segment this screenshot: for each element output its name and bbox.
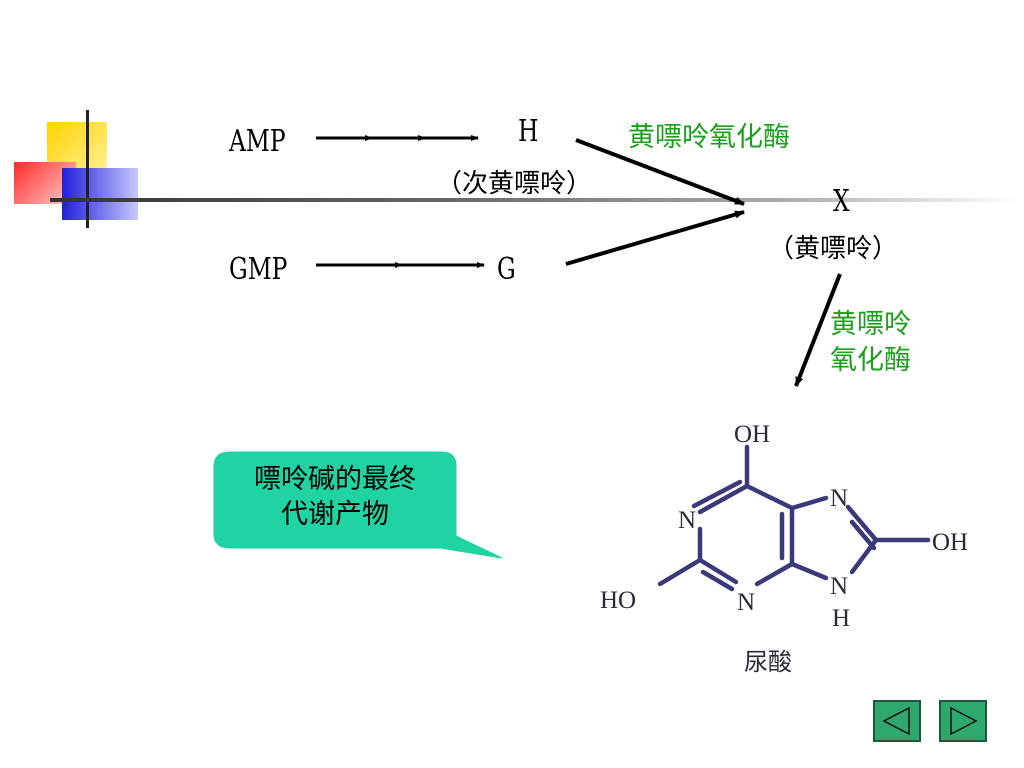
n9-label: N xyxy=(830,573,848,600)
decor-blue-square xyxy=(62,168,138,220)
x-to-uric-acid-arrow xyxy=(794,273,842,387)
g-to-x-arrow xyxy=(565,210,745,266)
callout-bubble xyxy=(213,451,503,559)
h9-label: H xyxy=(832,605,850,632)
gmp-label: GMP xyxy=(229,252,288,287)
uric-acid-structure: OH N HO N N N H OH 尿酸 xyxy=(600,421,968,676)
g-label: G xyxy=(497,252,516,287)
amp-label: AMP xyxy=(229,124,286,159)
enzyme-side-line2: 氧化酶 xyxy=(830,345,911,376)
decor-vertical-line xyxy=(86,110,89,228)
x-label: X xyxy=(833,184,850,219)
previous-slide-button[interactable] xyxy=(873,700,921,742)
h-label: H xyxy=(518,114,539,149)
h-to-x-arrow xyxy=(575,138,745,206)
structure-bonds xyxy=(657,444,931,592)
next-slide-button[interactable] xyxy=(939,700,987,742)
callout-text: 嘌呤碱的最终 代谢产物 xyxy=(214,462,456,532)
decor-horizontal-line xyxy=(50,198,1020,202)
ho-left-label: HO xyxy=(600,587,636,614)
n3-label: N xyxy=(737,589,755,616)
n7-label: N xyxy=(830,485,848,512)
decorative-corner-graphic xyxy=(0,100,1024,240)
enzyme-label-top: 黄嘌呤氧化酶 xyxy=(628,122,790,153)
triangle-right-icon xyxy=(950,706,978,736)
callout-line2: 代谢产物 xyxy=(281,499,389,530)
enzyme-side-line1: 黄嘌呤 xyxy=(830,309,911,340)
uric-acid-caption: 尿酸 xyxy=(744,648,792,676)
xanthine-label: （黄嘌呤） xyxy=(768,234,899,264)
n1-label: N xyxy=(678,507,696,534)
triangle-left-icon xyxy=(882,706,910,736)
oh-top-label: OH xyxy=(734,421,770,448)
pathway-arrows xyxy=(316,135,842,387)
oh-right-label: OH xyxy=(932,529,968,556)
enzyme-label-side: 黄嘌呤 氧化酶 xyxy=(830,307,911,379)
callout-line1: 嘌呤碱的最终 xyxy=(254,464,416,495)
hypoxanthine-label: （次黄嘌呤） xyxy=(436,169,593,199)
